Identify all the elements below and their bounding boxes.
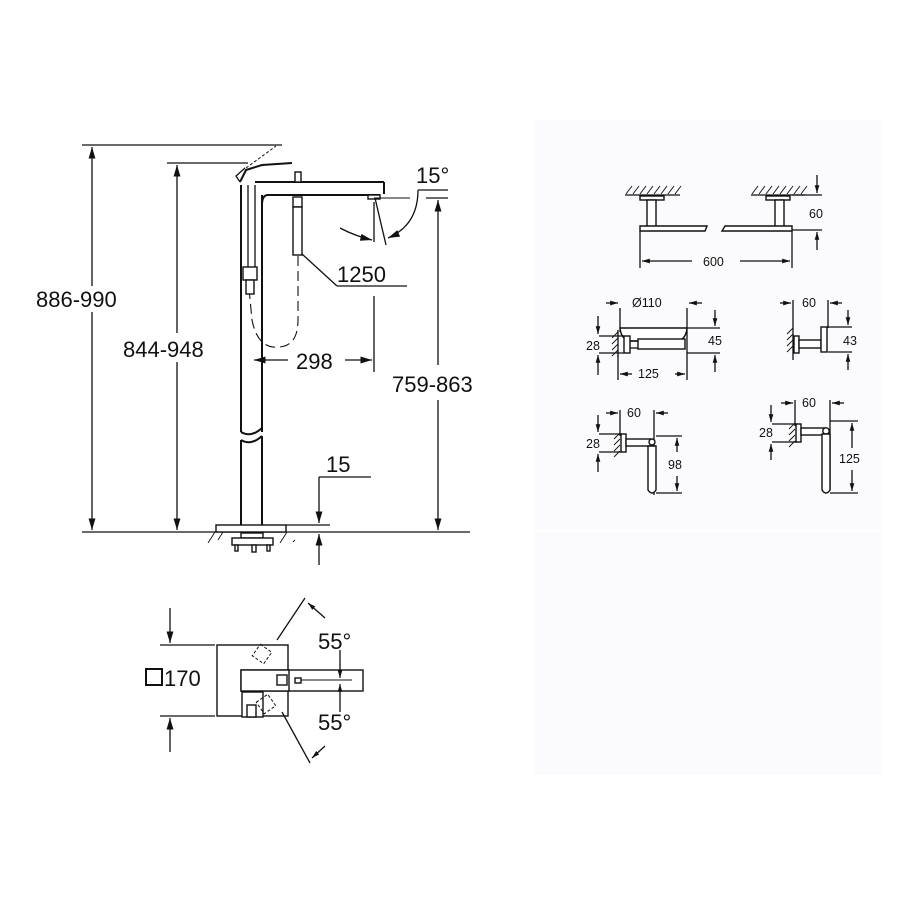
- soap-dish-height-label: 45: [708, 334, 722, 348]
- empty-panel: [535, 532, 882, 775]
- handle-height-label: 844-948: [123, 337, 204, 362]
- robe-hook-height-label: 43: [843, 334, 857, 348]
- towel-rail-projection-label: 60: [809, 207, 823, 221]
- robe-hook-drawing: 60 43: [780, 296, 857, 370]
- swivel-angle-upper-label: 55°: [318, 629, 351, 654]
- robe-hook-projection-label: 60: [802, 296, 816, 310]
- floor-flange-label: 15: [326, 452, 350, 477]
- faucet-plan-view: 170 55° 55°: [145, 597, 364, 764]
- faucet-elevation-view: 15° 1250 298 759-863 15: [82, 144, 473, 565]
- towel-hook-rosette-label: 28: [759, 426, 773, 440]
- spout-height-label: 759-863: [392, 372, 473, 397]
- paper-holder-projection-label: 60: [627, 406, 641, 420]
- spout-swivel-angle-label: 15°: [416, 163, 449, 188]
- soap-dish-depth-label: 125: [638, 367, 659, 381]
- swivel-angle-lower-label: 55°: [318, 710, 351, 735]
- paper-holder-height-label: 98: [668, 458, 682, 472]
- spout-reach-label: 298: [296, 349, 333, 374]
- base-square-label: 170: [164, 666, 201, 691]
- towel-hook-projection-label: 60: [802, 396, 816, 410]
- soap-dish-diameter-label: Ø110: [632, 296, 662, 310]
- soap-dish-drawing: Ø110 28 125 45: [586, 296, 722, 381]
- towel-rail-width-label: 600: [703, 255, 724, 269]
- hose-length-label: 1250: [337, 262, 386, 287]
- total-height-label: 886-990: [36, 287, 117, 312]
- paper-holder-drawing: 60 28 98: [586, 406, 682, 495]
- towel-rail-drawing: 600 60: [625, 175, 823, 269]
- soap-dish-rosette-label: 28: [586, 339, 600, 353]
- paper-holder-rosette-label: 28: [586, 437, 600, 451]
- towel-hook-drawing: 60 28 125: [759, 396, 860, 494]
- towel-hook-height-label: 125: [839, 452, 860, 466]
